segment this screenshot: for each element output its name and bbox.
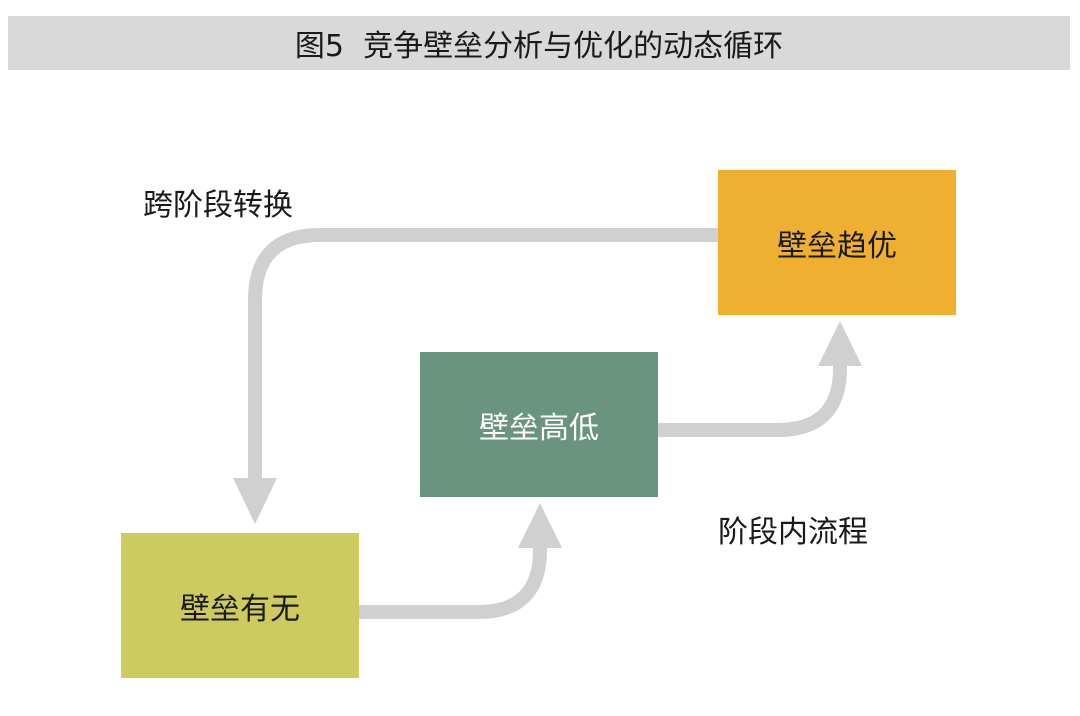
node-barrier-optimal: 壁垒趋优	[718, 170, 956, 315]
cross-stage-label: 跨阶段转换	[143, 188, 293, 223]
node-barrier-height: 壁垒高低	[420, 352, 658, 497]
arrowhead-up-2	[818, 321, 862, 366]
figure-title: 图5 竞争壁垒分析与优化的动态循环	[8, 16, 1070, 70]
arrowhead-up-1	[518, 503, 562, 548]
arrowhead-down	[233, 478, 277, 524]
arrow-presence-to-height	[358, 540, 547, 619]
node-barrier-presence: 壁垒有无	[121, 533, 359, 678]
arrow-cross-stage	[248, 228, 718, 482]
arrow-height-to-optimal	[658, 358, 847, 437]
within-stage-label: 阶段内流程	[718, 515, 868, 550]
